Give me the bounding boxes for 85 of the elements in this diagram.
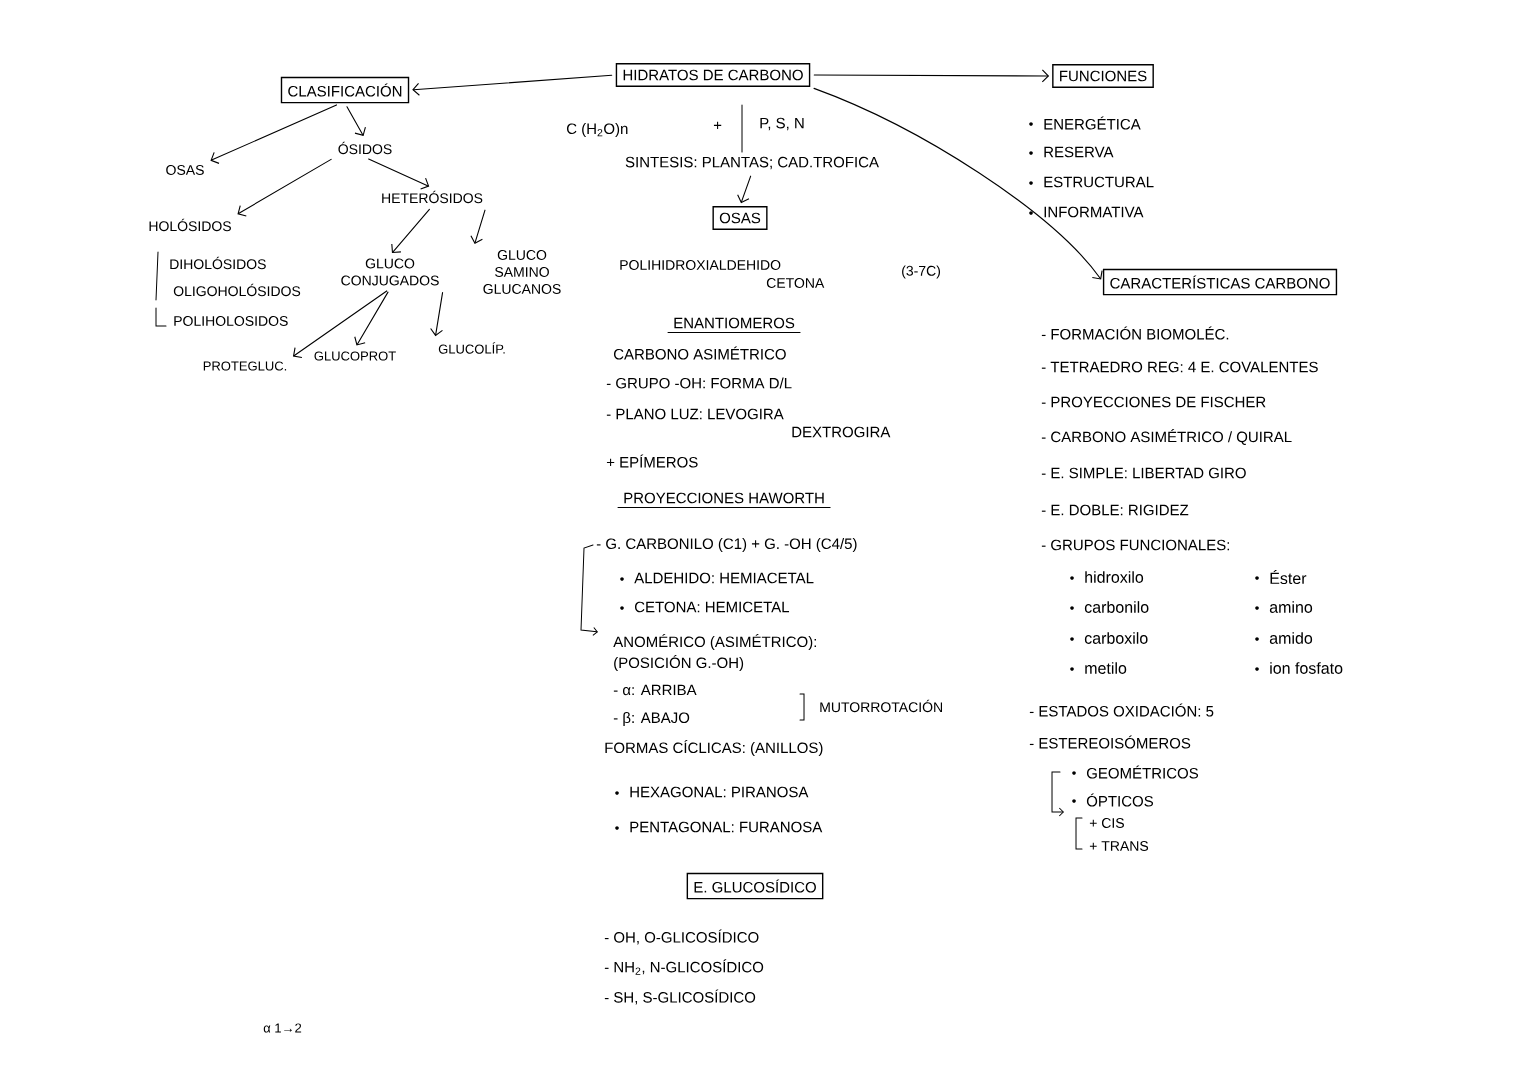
list-item: CETONA: HEMICETAL (635, 601, 789, 613)
note-text: FORMAS CÍCLICAS: (ANILLOS) (605, 739, 823, 757)
arrow (813, 69, 1050, 83)
arrow (368, 158, 430, 190)
note-text: + (713, 121, 722, 129)
arrow (292, 290, 388, 359)
note-text: α 1→2 (263, 1023, 302, 1033)
note-text: - SH, S-GLICOSÍDICO (604, 989, 756, 1005)
note-text: ANOMÉRICO (ASIMÉTRICO): (613, 633, 816, 651)
concept-text: HOLÓSIDOS (149, 218, 231, 232)
arrow (737, 175, 752, 204)
concept-text: GLUCOLÍP. (438, 342, 505, 354)
note-text: - ESTADOS OXIDACIÓN: 5 (1029, 703, 1214, 717)
underlined-heading: ENANTIOMEROS (667, 317, 801, 333)
arrow (354, 291, 389, 346)
note-text: - FORMACIÓN BIOMOLÉC. (1041, 326, 1229, 340)
list-item: Éster (1270, 570, 1307, 585)
note-text: POLIHIDROXIALDEHIDO (620, 260, 781, 270)
list-item: amido (1269, 632, 1313, 644)
note-text: - TETRAEDRO REG: 4 E. COVALENTES (1041, 361, 1318, 373)
list-item: ion fosfato (1270, 662, 1343, 674)
list-item: RESERVA (1044, 146, 1114, 158)
note-text: CETONA (766, 278, 825, 288)
note-text: - ESTEREOISÓMEROS (1029, 735, 1191, 749)
note-text: C (H$_{2}$O)n (567, 123, 628, 137)
note-text: POLIHOLOSIDOS (174, 316, 288, 326)
note-text: P, S, N (760, 117, 804, 131)
concept-text: OSAS (166, 165, 204, 175)
list-item: ALDEHIDO: HEMIACETAL (634, 572, 814, 584)
note-text: - OH, O-GLICOSÍDICO (604, 929, 759, 945)
list-item: ENERGÉTICA (1044, 116, 1141, 130)
arrow (210, 104, 338, 164)
concept-text: HETERÓSIDOS (382, 190, 483, 204)
heading-box: CARACTERÍSTICAS CARBONO (1102, 268, 1338, 296)
note-text: - β: ABAJO (613, 712, 690, 726)
concept-text: ÓSIDOS (338, 141, 392, 155)
note-text: - CARBONO ASIMÉTRICO / QUIRAL (1041, 429, 1292, 445)
note-text: CARBONO ASIMÉTRICO (614, 346, 786, 360)
list-item: ÓPTICOS (1086, 793, 1154, 807)
arrow (412, 74, 613, 96)
arrow (346, 106, 366, 137)
heading-box: E. GLUCOSÍDICO (686, 872, 824, 900)
heading-box: HIDRATOS DE CARBONO (615, 63, 811, 87)
concept-text: GLUCO CONJUGADOS (341, 258, 439, 286)
concept-text: SINTESIS: PLANTAS; CAD.TROFICA (625, 156, 879, 170)
note-text: - PROYECCIONES DE FISCHER (1041, 396, 1266, 408)
note-text: DEXTROGIRA (792, 426, 891, 438)
list-item: ESTRUCTURAL (1044, 176, 1154, 188)
note-text: MUTORROTACIÓN (820, 699, 942, 713)
concept-text: GLUCO SAMINO GLUCANOS (483, 250, 561, 294)
arrow (430, 292, 444, 337)
note-text: (3-7C) (902, 265, 940, 279)
note-text: + CIS (1089, 818, 1124, 828)
list-item: amino (1269, 601, 1313, 613)
list-item: PENTAGONAL: FURANOSA (630, 821, 823, 833)
note-text: - α: ARRIBA (613, 684, 697, 696)
arrow (813, 87, 1103, 280)
underlined-heading: PROYECCIONES HAWORTH (617, 492, 831, 508)
list-item: INFORMATIVA (1044, 206, 1144, 218)
concept-text: GLUCOPROT (314, 351, 396, 361)
concept-text: PROTEGLUC. (203, 361, 287, 371)
note-text: + EPÍMEROS (606, 454, 698, 468)
list-item: hidroxilo (1085, 571, 1144, 583)
note-text: DIHOLÓSIDOS (170, 256, 266, 270)
list-item: carbonilo (1084, 601, 1149, 613)
note-text: - GRUPO -OH: FORMA D/L (606, 377, 792, 389)
note-text: - E. SIMPLE: LIBERTAD GIRO (1041, 467, 1246, 479)
note-text: - G. CARBONILO (C1) + G. -OH (C4/5) (596, 538, 857, 552)
note-text: - NH$_{2}$, N-GLICOSÍDICO (604, 959, 764, 975)
note-text: + TRANS (1089, 841, 1149, 851)
note-text: - PLANO LUZ: LEVOGIRA (606, 408, 784, 420)
arrow (470, 209, 486, 244)
note-text: (POSICIÓN G.-OH) (614, 654, 744, 672)
heading-box: OSAS (712, 206, 768, 230)
list-item: carboxilo (1084, 632, 1148, 644)
note-text: - GRUPOS FUNCIONALES: (1041, 539, 1229, 551)
note-text: OLIGOHOLÓSIDOS (173, 283, 301, 297)
list-item: GEOMÉTRICOS (1086, 765, 1199, 779)
heading-box: CLASIFICACIÓN (280, 76, 410, 104)
heading-box: FUNCIONES (1052, 64, 1154, 88)
list-item: metilo (1085, 662, 1127, 674)
note-text: - E. DOBLE: RIGIDEZ (1041, 504, 1189, 516)
list-item: HEXAGONAL: PIRANOSA (630, 786, 809, 798)
arrow (237, 158, 332, 217)
arrow (391, 208, 430, 254)
